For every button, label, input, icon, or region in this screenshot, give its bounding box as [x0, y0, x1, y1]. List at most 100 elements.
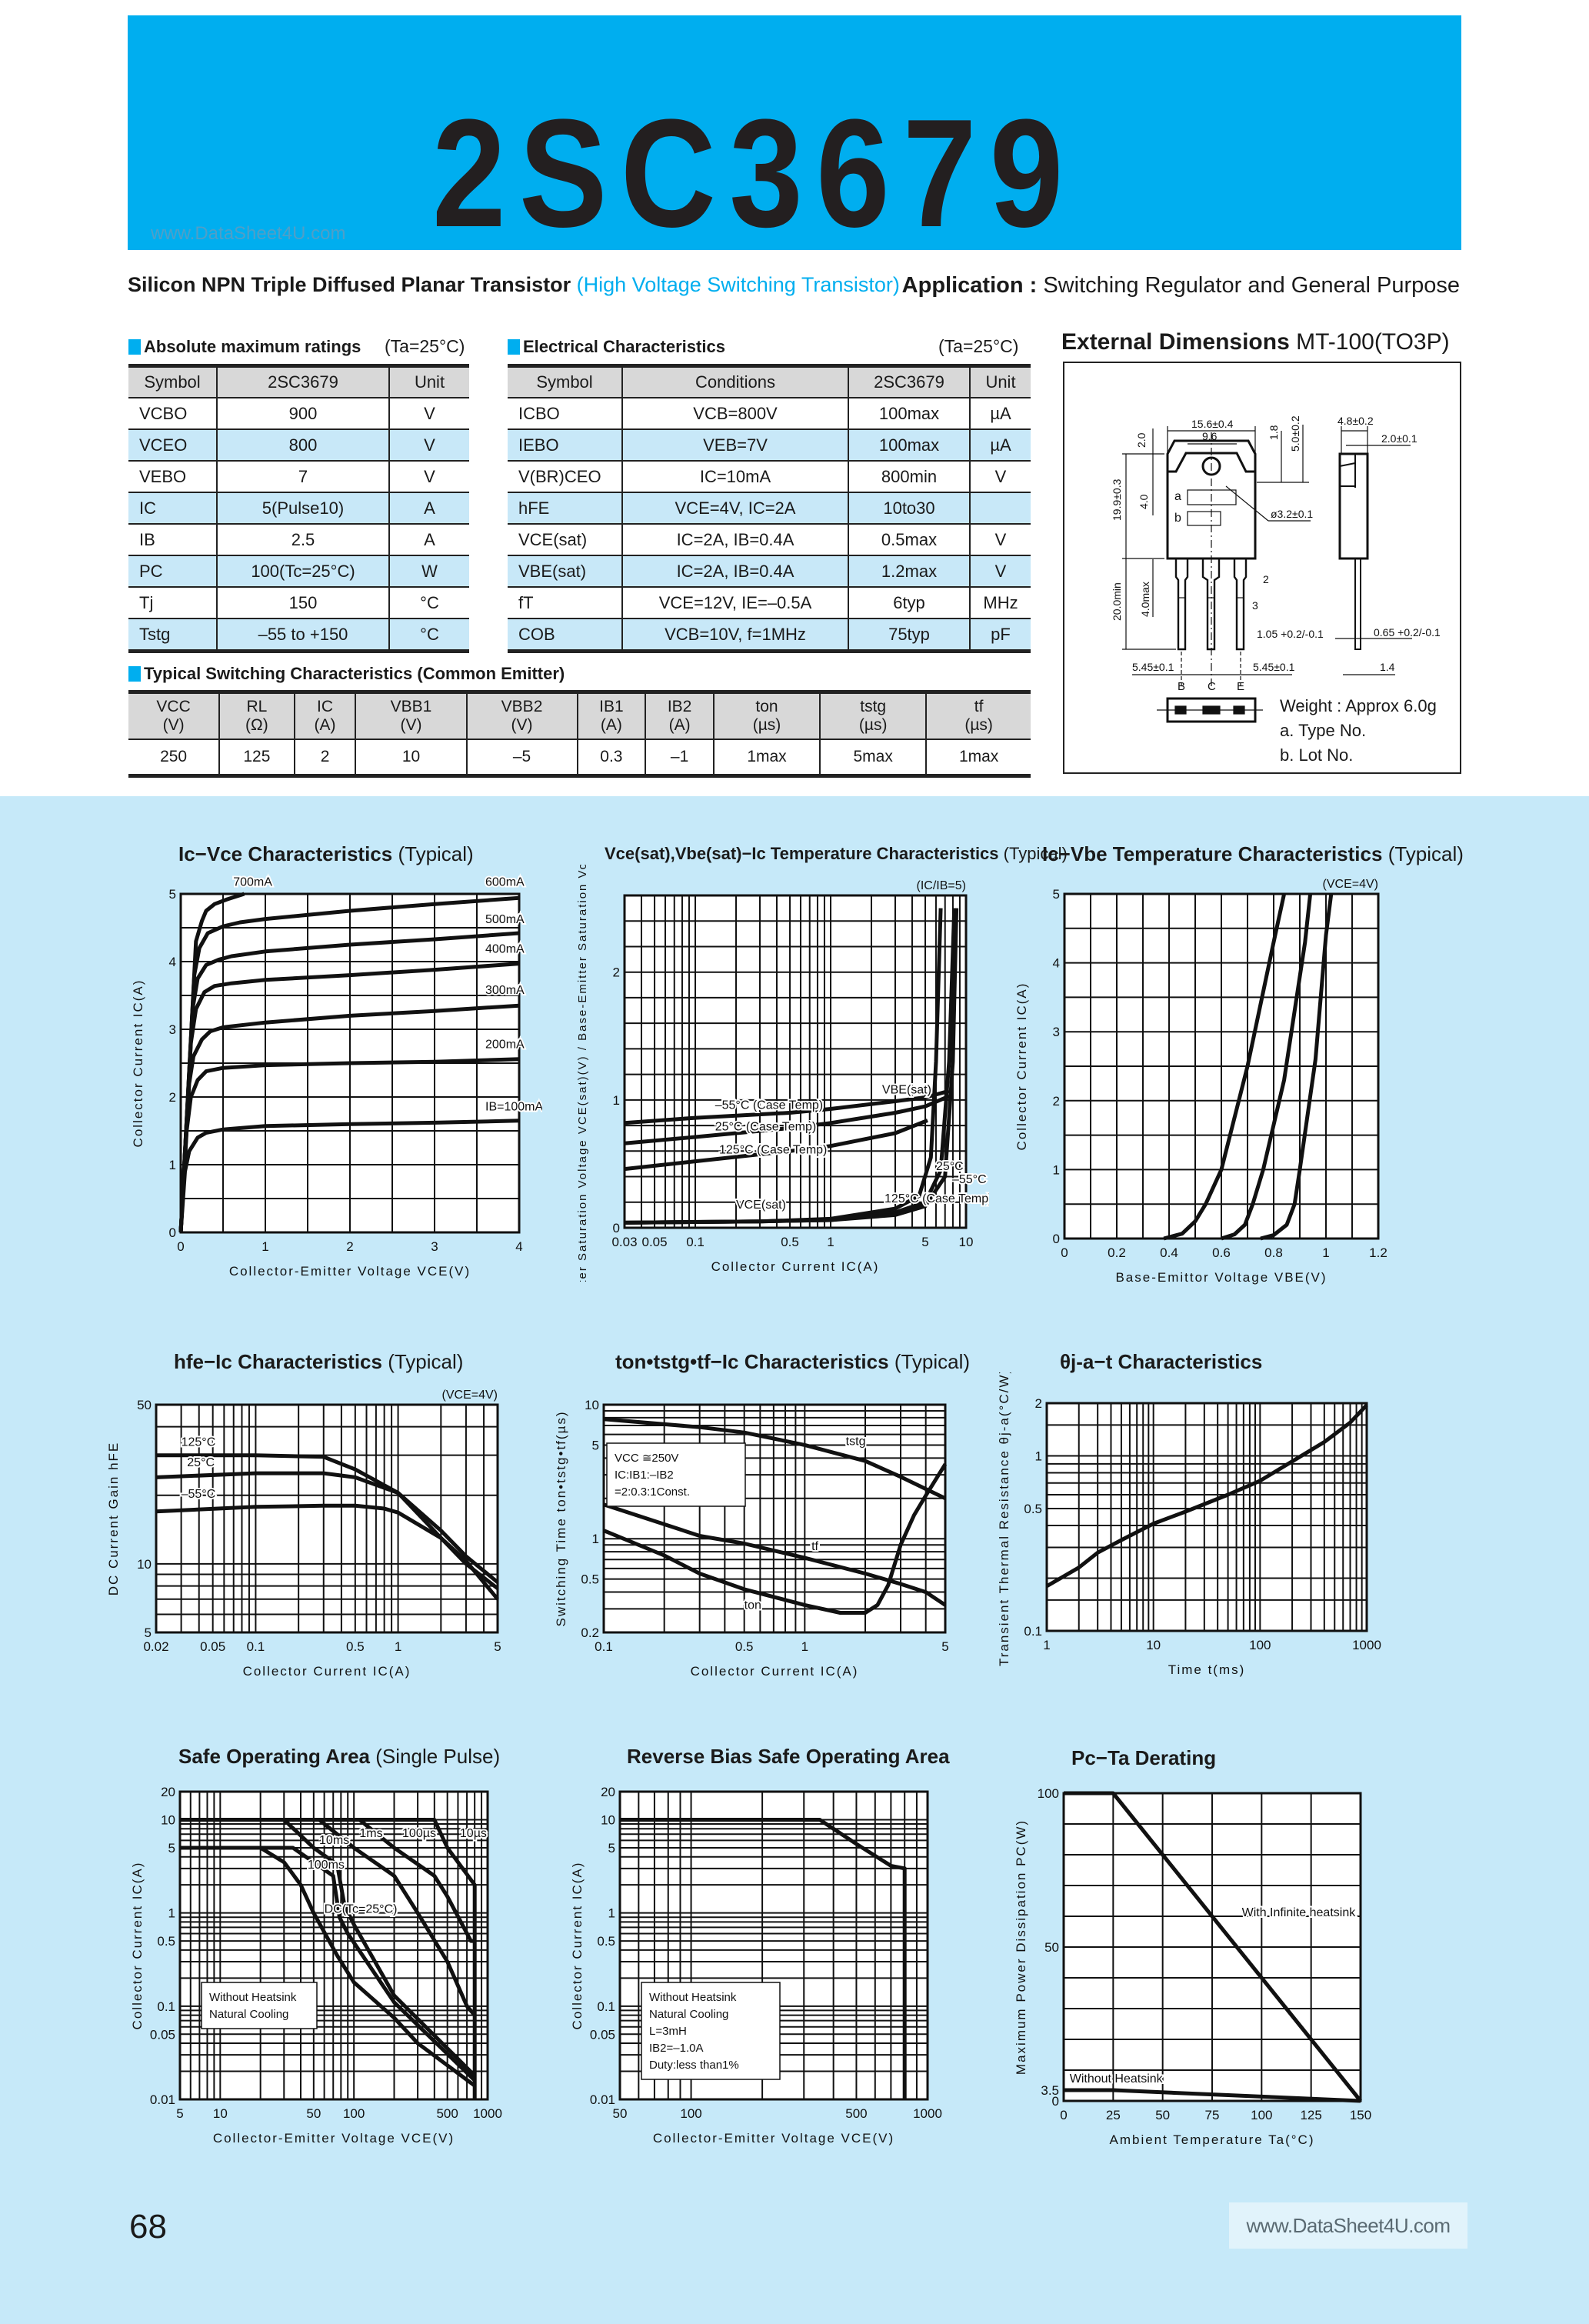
cell-symbol: VBE(sat) [508, 555, 623, 587]
svg-text:Collector-Emitter Voltage VCE(: Collector-Emitter Voltage VCE(V) [229, 1264, 471, 1279]
cell-tf: 1max [925, 739, 1031, 776]
dim-side-thickness: 4.8±0.2 [1337, 415, 1374, 427]
cell-unit: pF [969, 619, 1031, 652]
mark-a: a [1174, 490, 1181, 503]
svg-text:500: 500 [845, 2106, 867, 2121]
svg-text:Collector-Emitter Voltage VCE(: Collector-Emitter Voltage VCE(V) [653, 2131, 894, 2146]
cell-symbol: VCBO [128, 398, 218, 429]
cell-unit: °C [388, 619, 469, 652]
series-label: tf [811, 1540, 818, 1553]
col-tstg: tstg(µs) [819, 692, 927, 739]
svg-text:Without Heatsink: Without Heatsink [209, 1991, 297, 2004]
cell-conditions: VCE=4V, IC=2A [621, 492, 849, 524]
svg-text:5: 5 [176, 2106, 183, 2121]
col-ib2: IB2(A) [645, 692, 714, 739]
cell-ic: 2 [293, 739, 356, 776]
series-line [155, 1503, 499, 1601]
cell-value: 6typ [848, 587, 971, 619]
series-label: 125°C (Case Temp) [884, 1192, 989, 1205]
cell-symbol: IB [128, 524, 218, 555]
cell-unit: °C [388, 587, 469, 619]
series-label: IB=100mA [485, 1101, 542, 1114]
series-line [624, 1089, 950, 1125]
svg-text:5: 5 [169, 887, 176, 902]
dim-side-lead: 0.65 +0.2/-0.1 [1374, 626, 1441, 639]
svg-text:20: 20 [601, 1785, 615, 1799]
cell-value: 10to30 [848, 492, 971, 524]
col-value: 2SC3679 [848, 365, 971, 398]
cell-symbol: ICBO [508, 398, 623, 429]
pin-b-label: B [1178, 680, 1185, 693]
series-line [180, 1846, 476, 2088]
svg-text:Collector-Emitter Saturation V: Collector-Emitter Saturation Voltage VCE… [576, 865, 589, 1282]
series-line [624, 1094, 950, 1145]
svg-text:Ambient Temperature Ta(°C): Ambient Temperature Ta(°C) [1110, 2132, 1315, 2147]
svg-text:500: 500 [436, 2106, 458, 2121]
dim-inner: 9.6 [1202, 430, 1218, 442]
svg-text:0: 0 [1053, 1232, 1060, 1246]
svg-text:50: 50 [613, 2106, 628, 2121]
col-value: 2SC3679 [216, 365, 390, 398]
col-symbol: Symbol [508, 365, 623, 398]
svg-text:0: 0 [613, 1221, 620, 1235]
svg-text:0: 0 [169, 1225, 176, 1240]
bullet-square-icon [128, 339, 141, 355]
package-drawing: 15.6±0.4 9.6 2.0 4.0 19.9±0.3 1.8 5.0±0.… [1063, 362, 1461, 774]
col-unit: Unit [969, 365, 1031, 398]
series-line [178, 1119, 520, 1233]
bullet-square-icon [128, 666, 141, 682]
cell-symbol: COB [508, 619, 623, 652]
cell-value: 100max [848, 398, 971, 429]
svg-text:Maximum Power Dissipation PC(W: Maximum Power Dissipation PC(W) [1014, 1819, 1028, 2075]
svg-text:Without Heatsink: Without Heatsink [649, 1991, 737, 2004]
svg-text:1: 1 [168, 1906, 175, 1921]
dim-1-8: 1.8 [1268, 425, 1280, 440]
svg-text:4: 4 [169, 955, 176, 969]
cell-unit: V [969, 555, 1031, 587]
svg-text:1000: 1000 [1352, 1638, 1381, 1652]
abs-max-title: Absolute maximum ratings [144, 337, 361, 356]
svg-text:1: 1 [262, 1239, 268, 1254]
svg-text:2: 2 [1035, 1396, 1042, 1411]
svg-text:0.05: 0.05 [590, 2027, 615, 2042]
svg-text:5: 5 [592, 1438, 599, 1452]
svg-text:0.1: 0.1 [157, 1999, 175, 2014]
svg-text:1: 1 [169, 1158, 176, 1172]
series-line [620, 1818, 907, 2099]
cell-unit: V [969, 524, 1031, 555]
cell-unit: V [388, 429, 469, 461]
col-vcc: VCC(V) [128, 692, 220, 739]
series-label: 600mA [485, 875, 525, 889]
col-rl: RL(Ω) [218, 692, 295, 739]
application-value: Switching Regulator and General Purpose [1043, 273, 1460, 298]
chart-title-derating: Pc−Ta Derating [1071, 1746, 1217, 1769]
electrical-title: Electrical Characteristics [523, 337, 725, 356]
footer-watermark-link[interactable]: www.DataSheet4U.com [1229, 2202, 1467, 2249]
svg-text:0.1: 0.1 [597, 1999, 615, 2014]
cell-conditions: IC=2A, IB=0.4A [621, 524, 849, 555]
chart-title-theta: θj-a−t Characteristics [1060, 1350, 1263, 1373]
cell-symbol: PC [128, 555, 218, 587]
watermark-link[interactable]: www.DataSheet4U.com [151, 223, 346, 244]
abs-max-heading: Absolute maximum ratings [128, 337, 361, 357]
to3p-outline-drawing: 15.6±0.4 9.6 2.0 4.0 19.9±0.3 1.8 5.0±0.… [1111, 415, 1441, 723]
series-label: 25°C (Case Temp) [715, 1121, 816, 1134]
cell-symbol: IEBO [508, 429, 623, 461]
series-label: Without Heatsink [1070, 2072, 1164, 2086]
series-label: 10ms [319, 1834, 349, 1847]
cell-unit: A [388, 492, 469, 524]
series-line [1064, 1791, 1362, 2102]
chart-title-rbsoa: Reverse Bias Safe Operating Area [627, 1745, 950, 1768]
cell-value: 0.5max [848, 524, 971, 555]
series-line [624, 908, 959, 1225]
